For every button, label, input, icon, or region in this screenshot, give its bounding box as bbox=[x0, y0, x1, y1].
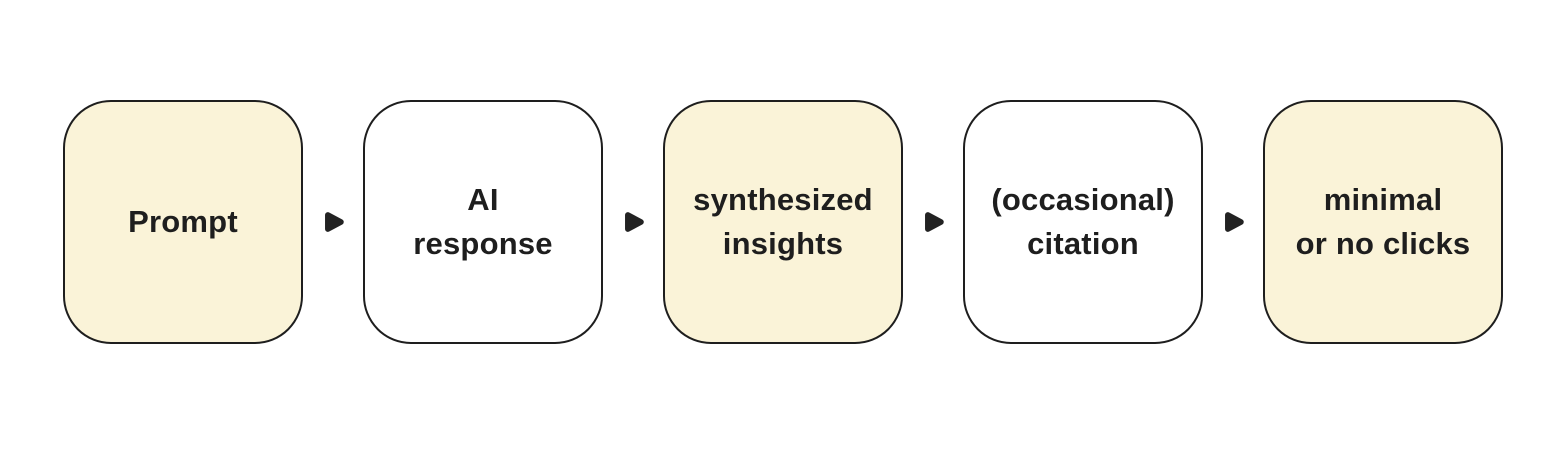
play-arrow-right-icon bbox=[1225, 212, 1244, 232]
play-arrow-right-icon bbox=[325, 212, 344, 232]
arrow-cell bbox=[603, 100, 663, 344]
arrow-cell bbox=[303, 100, 363, 344]
flow-step-label: AI response bbox=[413, 181, 553, 261]
flow-step-prompt: Prompt bbox=[63, 100, 303, 344]
flow-step-synthesized-insights: synthesized insights bbox=[663, 100, 903, 344]
flow-step-label: minimal or no clicks bbox=[1295, 181, 1471, 261]
flow-step-label: Prompt bbox=[128, 203, 238, 239]
flow-step-label: synthesized insights bbox=[693, 181, 873, 261]
flow-step-ai-response: AI response bbox=[363, 100, 603, 344]
arrow-cell bbox=[1203, 100, 1263, 344]
flow-row: Prompt AI response synthesized insights … bbox=[63, 100, 1503, 344]
play-arrow-right-icon bbox=[925, 212, 944, 232]
flow-step-occasional-citation: (occasional) citation bbox=[963, 100, 1203, 344]
arrow-cell bbox=[903, 100, 963, 344]
flow-step-label: (occasional) citation bbox=[991, 181, 1175, 261]
play-arrow-right-icon bbox=[625, 212, 644, 232]
flow-step-minimal-or-no-clicks: minimal or no clicks bbox=[1263, 100, 1503, 344]
